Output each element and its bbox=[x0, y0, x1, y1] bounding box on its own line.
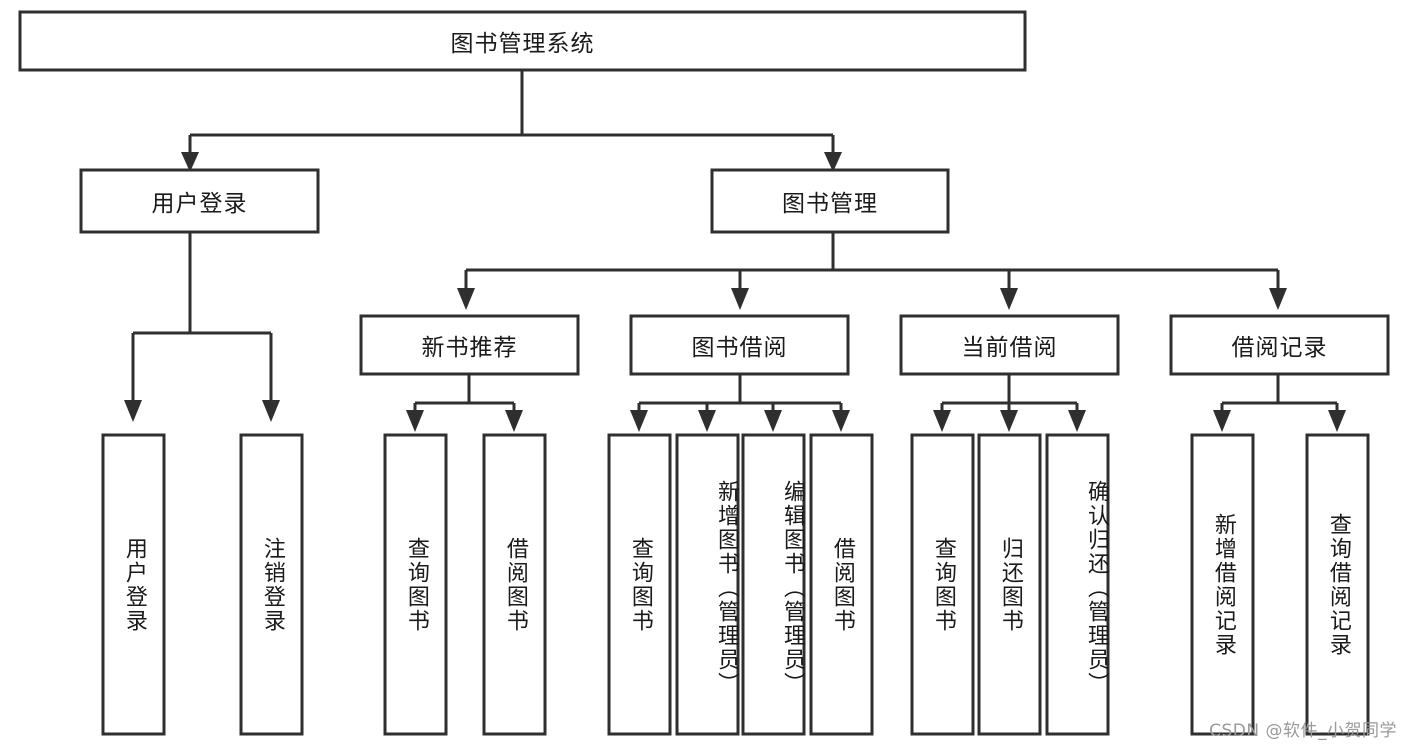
connector-borrow-record-split bbox=[1220, 374, 1339, 412]
arrowhead-leaf-add-record bbox=[1213, 410, 1231, 432]
connector-user-login-split bbox=[131, 232, 273, 402]
arrowhead-leaf-edit-book bbox=[764, 410, 782, 432]
arrowhead-leaf-confirm-return bbox=[1068, 410, 1086, 432]
node-borrow-record[interactable] bbox=[1169, 314, 1390, 376]
connector-book-mgmt-split bbox=[464, 232, 1280, 290]
leaf-borrow-book-2[interactable] bbox=[809, 433, 874, 736]
arrowhead-to-new-book bbox=[457, 288, 475, 310]
leaf-query-borrow-record[interactable] bbox=[1305, 433, 1370, 736]
arrowhead-leaf-query-book-3 bbox=[933, 410, 951, 432]
arrowhead-to-user-login bbox=[181, 152, 199, 172]
connector-book-borrow-split bbox=[637, 374, 843, 412]
arrowhead-leaf-add-book bbox=[698, 410, 716, 432]
leaf-return-book[interactable] bbox=[977, 433, 1042, 736]
leaf-user-login[interactable] bbox=[101, 433, 166, 736]
csdn-watermark: CSDN @软件_小贺同学 bbox=[1209, 721, 1397, 741]
arrowhead-to-book-mgmt bbox=[824, 152, 842, 172]
arrowhead-leaf-query-record bbox=[1328, 410, 1346, 432]
node-book-borrow[interactable] bbox=[629, 314, 850, 376]
connector-new-book-split bbox=[413, 374, 516, 412]
node-current-borrow[interactable] bbox=[899, 314, 1120, 376]
arrowhead-leaf-query-book-2 bbox=[630, 410, 648, 432]
leaf-edit-book-admin[interactable] bbox=[741, 433, 806, 736]
arrowhead-to-current-borrow bbox=[1000, 288, 1018, 310]
arrowhead-to-book-borrow bbox=[731, 288, 749, 310]
leaf-confirm-return-admin[interactable] bbox=[1045, 433, 1110, 736]
leaf-query-book-1[interactable] bbox=[383, 433, 448, 736]
arrowhead-leaf-borrow-book-2 bbox=[832, 410, 850, 432]
node-root-book-management-system[interactable] bbox=[18, 10, 1027, 72]
leaf-query-book-2[interactable] bbox=[607, 433, 672, 736]
arrowhead-leaf-user-login bbox=[124, 400, 142, 422]
leaf-add-book-admin[interactable] bbox=[675, 433, 740, 736]
arrowhead-leaf-borrow-book-1 bbox=[505, 410, 523, 432]
arrowhead-to-borrow-record bbox=[1269, 288, 1287, 310]
connector-root-split bbox=[188, 70, 833, 155]
leaf-query-book-3[interactable] bbox=[910, 433, 975, 736]
leaf-add-borrow-record[interactable] bbox=[1190, 433, 1255, 736]
node-user-login[interactable] bbox=[79, 168, 320, 234]
arrowhead-leaf-query-book-1 bbox=[406, 410, 424, 432]
arrowhead-leaf-return-book bbox=[1000, 410, 1018, 432]
node-book-management[interactable] bbox=[710, 168, 950, 234]
node-new-book-recommend[interactable] bbox=[359, 314, 580, 376]
leaf-borrow-book-1[interactable] bbox=[482, 433, 547, 736]
arrowhead-leaf-logout bbox=[262, 400, 280, 422]
connector-current-borrow-split bbox=[940, 374, 1079, 412]
leaf-logout[interactable] bbox=[239, 433, 304, 736]
